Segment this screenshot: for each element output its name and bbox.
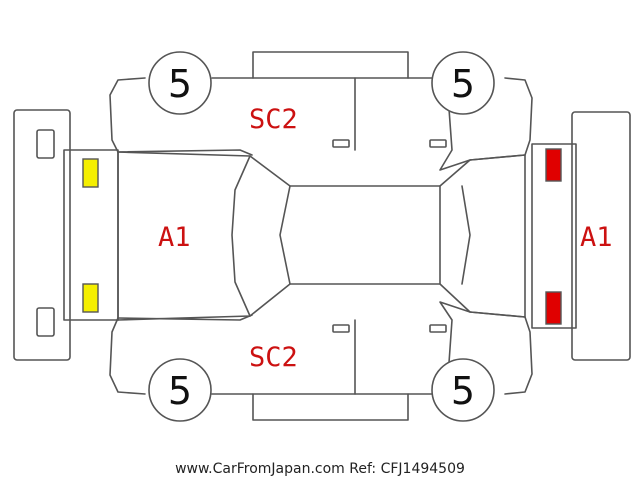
- damage-code-left-door: SC2: [249, 104, 298, 135]
- taillight-right-lamp: [545, 291, 562, 325]
- wheel-front-right: 5: [148, 358, 212, 422]
- top-view-body: [63, 143, 577, 329]
- headlight-left-lamp: [82, 158, 99, 188]
- rear-bumper: [571, 111, 631, 361]
- damage-code-rear: A1: [580, 222, 613, 253]
- wheel-front-left: 5: [148, 51, 212, 115]
- wheel-front-right-grade: 5: [168, 369, 192, 413]
- headlight-right-lamp: [82, 283, 99, 313]
- wheel-front-left-grade: 5: [168, 62, 192, 106]
- damage-code-right-door: SC2: [249, 342, 298, 373]
- wheel-rear-left: 5: [431, 51, 495, 115]
- wheel-rear-left-grade: 5: [451, 62, 475, 106]
- wheel-rear-right-grade: 5: [451, 369, 475, 413]
- damage-code-hood: A1: [158, 222, 191, 253]
- taillight-left-lamp: [545, 148, 562, 182]
- front-bumper: [13, 109, 71, 361]
- watermark-text: www.CarFromJapan.com Ref: CFJ1494509: [175, 461, 465, 477]
- wheel-rear-right: 5: [431, 358, 495, 422]
